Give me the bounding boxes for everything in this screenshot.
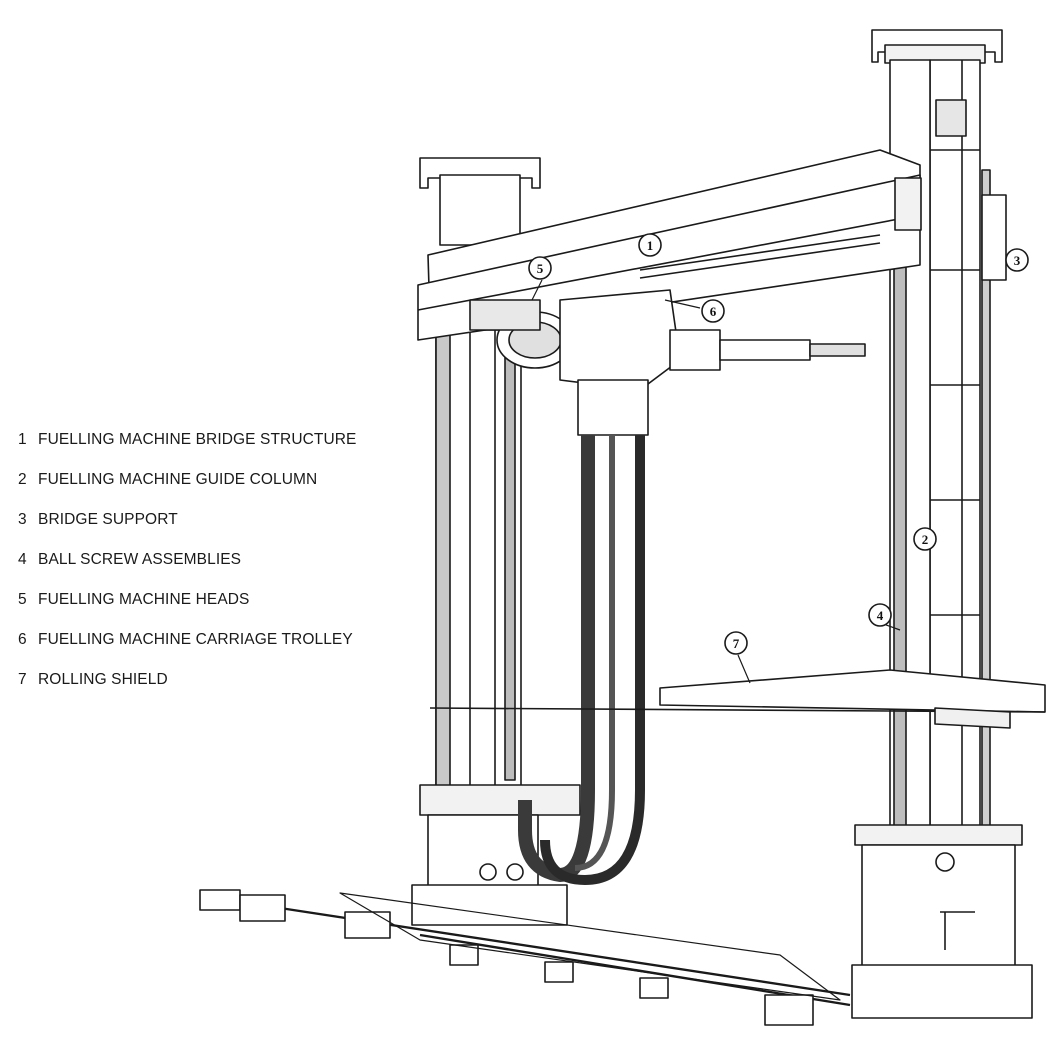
svg-text:5: 5 [537,261,544,276]
legend-number: 5 [18,591,27,608]
callout-3: 3 [1005,248,1029,272]
legend-label: FUELLING MACHINE CARRIAGE TROLLEY [38,631,353,648]
left-guide-column [419,157,541,791]
legend-item: 6 FUELLING MACHINE CARRIAGE TROLLEY [18,630,408,670]
legend-number: 7 [18,671,27,688]
svg-text:6: 6 [710,304,717,319]
legend-item: 1 FUELLING MACHINE BRIDGE STRUCTURE [18,430,408,470]
svg-text:7: 7 [733,636,740,651]
floor-drive-shaft [199,889,851,1026]
legend-label: FUELLING MACHINE GUIDE COLUMN [38,471,318,488]
right-column-base [851,824,1033,1019]
svg-text:1: 1 [647,238,654,253]
rolling-shield [429,669,1046,729]
legend-label: BALL SCREW ASSEMBLIES [38,551,242,568]
svg-text:3: 3 [1014,253,1021,268]
legend-number: 6 [18,631,27,648]
legend-number: 3 [18,511,27,528]
svg-text:2: 2 [922,532,929,547]
legend-label: FUELLING MACHINE HEADS [38,591,250,608]
callout-6: 6 [701,299,725,323]
legend-label: FUELLING MACHINE BRIDGE STRUCTURE [38,431,357,448]
left-column-base [411,784,581,926]
legend-item: 7 ROLLING SHIELD [18,670,408,710]
callout-leaders [531,279,901,684]
fuelling-machine-head-assembly [469,289,866,436]
callout-markers: 1 2 3 4 5 6 7 [528,233,1029,655]
legend-label: BRIDGE SUPPORT [38,511,178,528]
legend-item: 5 FUELLING MACHINE HEADS [18,590,408,630]
callout-5: 5 [528,256,552,280]
callout-1: 1 [638,233,662,257]
svg-text:4: 4 [877,608,884,623]
legend-item: 3 BRIDGE SUPPORT [18,510,408,550]
legend-item: 2 FUELLING MACHINE GUIDE COLUMN [18,470,408,510]
bridge-structure [417,149,922,341]
legend-item: 4 BALL SCREW ASSEMBLIES [18,550,408,590]
legend-label: ROLLING SHIELD [38,671,168,688]
cable-festoon [518,435,645,885]
legend-number: 1 [18,431,27,448]
legend-number: 4 [18,551,27,568]
callout-4: 4 [868,603,892,627]
callout-7: 7 [724,631,748,655]
legend-number: 2 [18,471,27,488]
callout-2: 2 [913,527,937,551]
